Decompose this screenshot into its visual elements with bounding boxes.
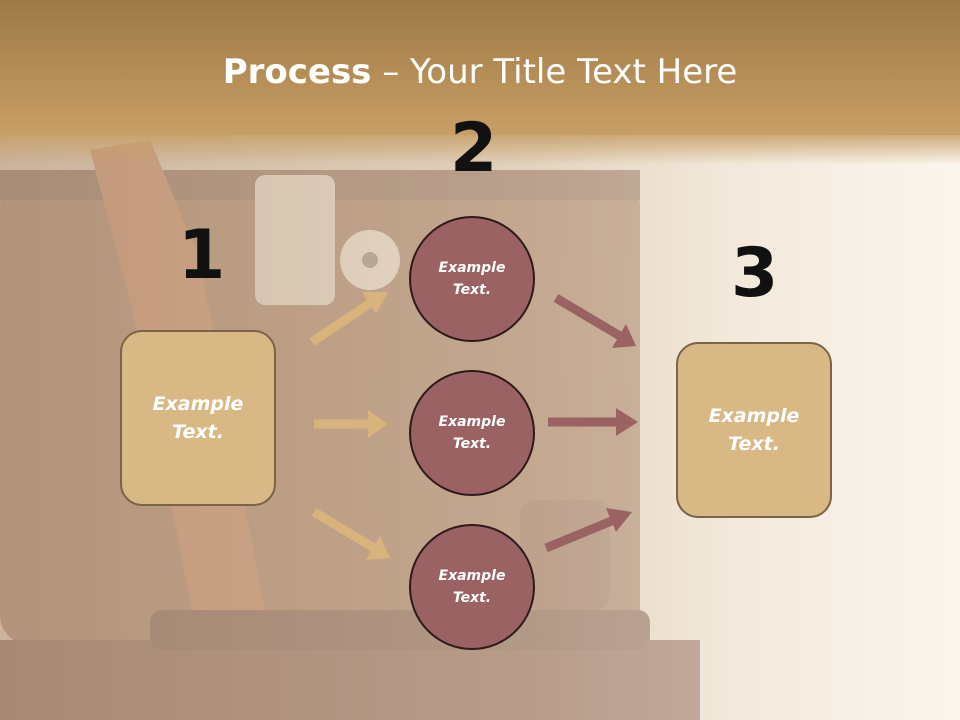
step-2-circle-top: Example Text.	[409, 216, 535, 342]
title-rest: – Your Title Text Here	[371, 52, 738, 92]
step-2-circle-bottom: Example Text.	[409, 524, 535, 650]
slide-title: Process – Your Title Text Here	[0, 52, 960, 92]
step-1-box: Example Text.	[120, 330, 276, 506]
step-number-3: 3	[731, 234, 779, 313]
title-bold: Process	[222, 52, 372, 92]
step-number-2: 2	[450, 109, 498, 188]
step-2-circle-middle: Example Text.	[409, 370, 535, 496]
title-band	[0, 0, 960, 165]
step-number-1: 1	[178, 216, 226, 295]
step-3-box: Example Text.	[676, 342, 832, 518]
